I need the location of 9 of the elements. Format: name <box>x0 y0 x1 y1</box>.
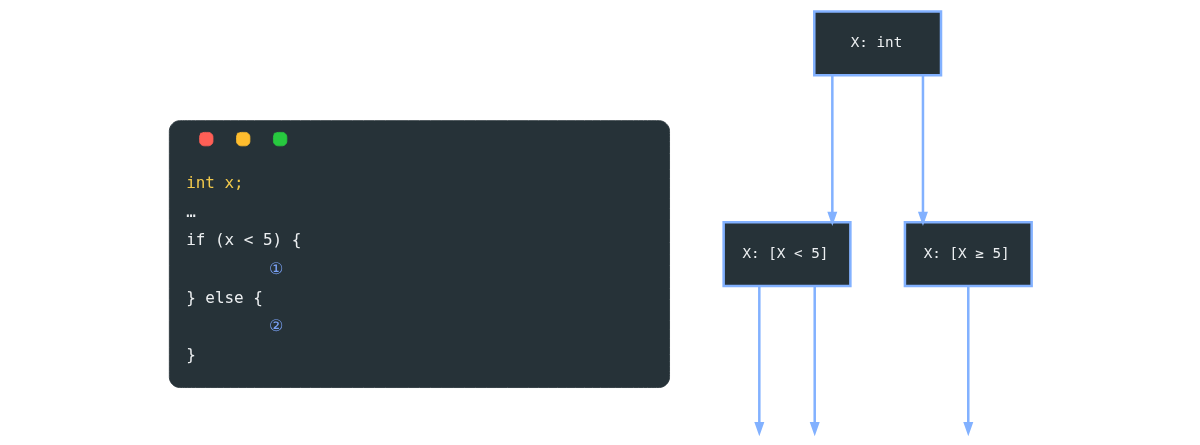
node-box: int x; … if (x < 5) { ① } else { ② } <box>168 120 670 388</box>
node-box: X: int <box>812 10 942 77</box>
arrow <box>826 75 837 226</box>
arrow <box>917 75 928 226</box>
node-box: X: [X ≥ 5] <box>903 220 1033 288</box>
arrow <box>753 286 764 437</box>
arrow <box>962 286 973 437</box>
arrow <box>809 286 820 437</box>
node-box: X: [X < 5] <box>721 220 852 288</box>
